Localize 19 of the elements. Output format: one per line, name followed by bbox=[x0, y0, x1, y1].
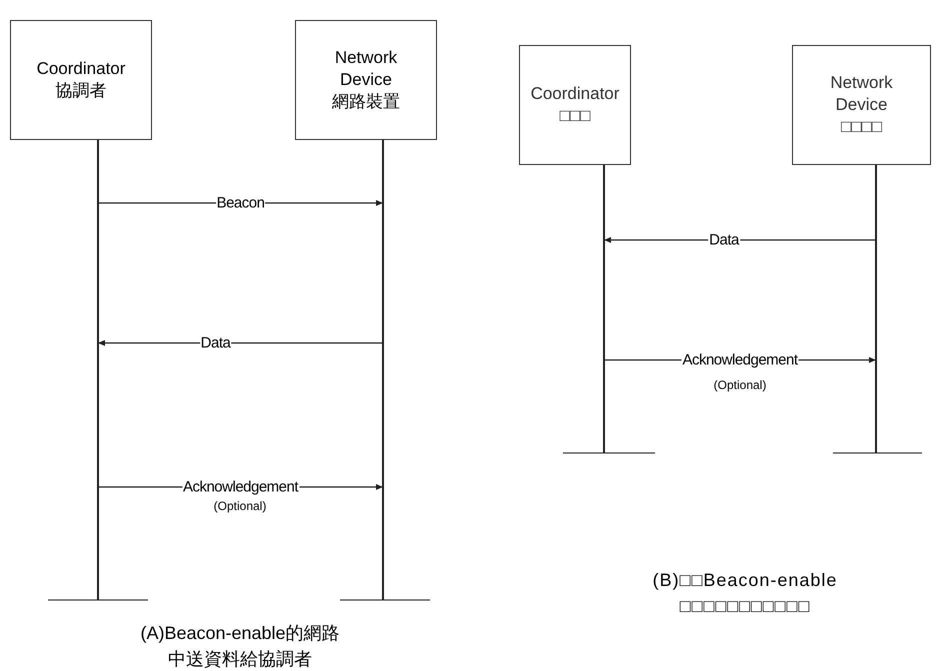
edge-label: Acknowledgement bbox=[681, 352, 799, 368]
note-text: (Optional) bbox=[212, 498, 268, 515]
edge-label: Acknowledgement bbox=[182, 478, 300, 496]
lifeline bbox=[382, 140, 384, 600]
lifeline-head-box bbox=[519, 45, 631, 165]
caption: (A)Beacon-enable的網路中送資料給協調者 bbox=[139, 622, 341, 671]
lifeline bbox=[603, 165, 605, 453]
lifeline-head-box bbox=[792, 45, 931, 165]
participant-name: Network Device □□□□ bbox=[829, 72, 894, 138]
note-text: (Optional) bbox=[712, 377, 768, 394]
caption: (B)□□Beacon-enable □□□□□□□□□□□ bbox=[652, 569, 838, 618]
lifeline-head-box bbox=[295, 20, 437, 140]
participant-name: Coordinator □□□ bbox=[530, 82, 620, 127]
lifeline bbox=[97, 140, 99, 600]
message-arrow bbox=[98, 340, 383, 346]
lifeline-head-box bbox=[10, 20, 152, 140]
participant-name: Coordinator 協調者 bbox=[36, 58, 126, 102]
lifeline bbox=[875, 165, 877, 453]
participant-name: Network Device 網路裝置 bbox=[331, 46, 401, 114]
